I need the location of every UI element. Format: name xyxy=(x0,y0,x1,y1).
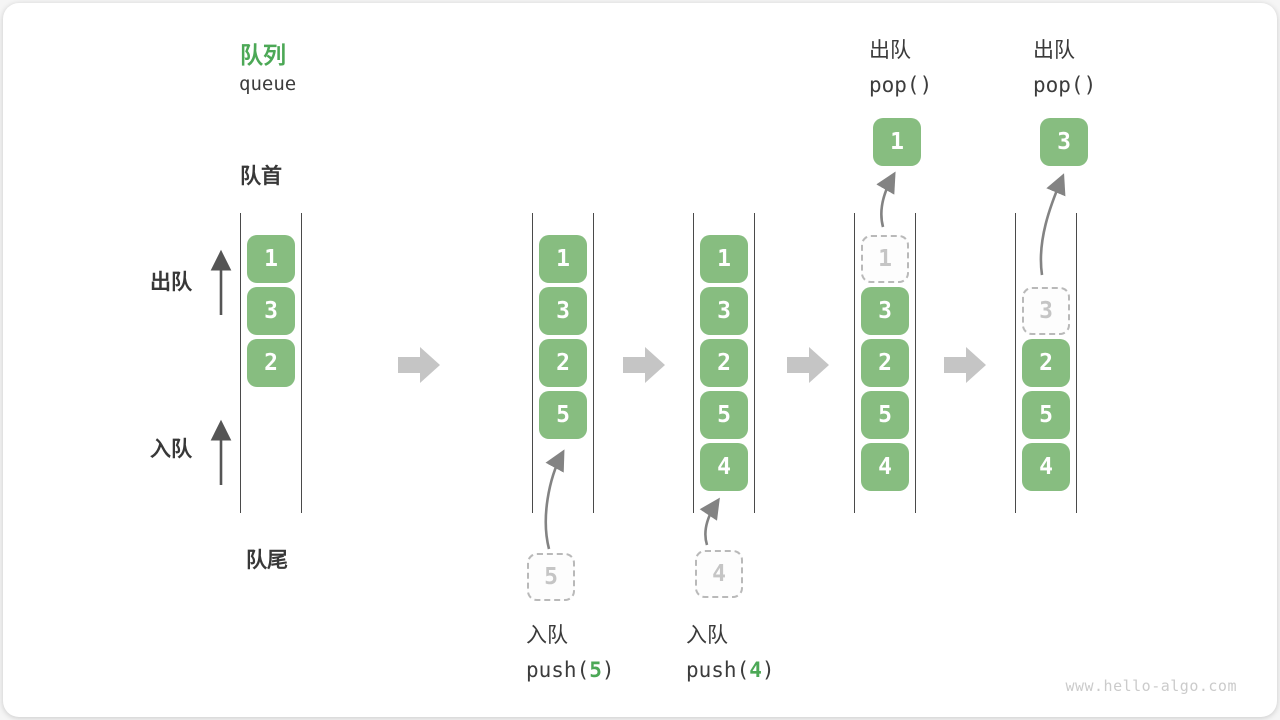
operation-label-pop-3: 出队 pop() xyxy=(1033,34,1096,97)
operation-action: 入队 xyxy=(686,624,728,647)
queue-state-4: 1 3 2 5 4 xyxy=(854,213,916,513)
queue-slot: 1 xyxy=(247,235,295,283)
operation-label-pop-1: 出队 pop() xyxy=(869,34,932,97)
label-queue-rear: 队尾 xyxy=(246,549,288,572)
incoming-item: 5 xyxy=(527,553,575,601)
queue-slot: 3 xyxy=(539,287,587,335)
queue-state-3: 1 3 2 5 4 xyxy=(693,213,755,513)
queue-slot: 3 xyxy=(700,287,748,335)
queue-slot: 5 xyxy=(700,391,748,439)
queue-slot: 1 xyxy=(700,235,748,283)
push-arg: 4 xyxy=(749,658,762,682)
queue-slot: 2 xyxy=(861,339,909,387)
operation-code: pop() xyxy=(869,73,933,97)
incoming-item: 4 xyxy=(695,550,743,598)
popped-item: 1 xyxy=(873,118,921,166)
queue-slot-removed: 1 xyxy=(861,235,909,283)
operation-action: 出队 xyxy=(1033,39,1075,62)
queue-slot: 4 xyxy=(700,443,748,491)
title-zh: 队列 xyxy=(240,42,286,68)
queue-slot: 4 xyxy=(1022,443,1070,491)
arrows-layer xyxy=(210,171,1066,550)
queue-state-2: 1 3 2 5 xyxy=(532,213,594,513)
queue-slot: 2 xyxy=(1022,339,1070,387)
queue-state-1: 1 3 2 xyxy=(240,213,302,513)
label-queue-front: 队首 xyxy=(240,165,282,188)
transition-arrow-icon xyxy=(398,347,440,383)
operation-code: push(5) xyxy=(526,658,615,682)
queue-state-5: 3 2 5 4 xyxy=(1015,213,1077,513)
queue-slot: 3 xyxy=(247,287,295,335)
label-dequeue-direction: 出队 xyxy=(150,271,192,294)
label-enqueue-direction: 入队 xyxy=(150,438,192,461)
title-en: queue xyxy=(239,73,297,95)
queue-slot: 5 xyxy=(539,391,587,439)
operation-action: 入队 xyxy=(526,624,568,647)
watermark: www.hello-algo.com xyxy=(1065,677,1237,695)
operation-code: pop() xyxy=(1033,73,1097,97)
queue-slot: 1 xyxy=(539,235,587,283)
queue-slot: 3 xyxy=(861,287,909,335)
queue-slot: 2 xyxy=(700,339,748,387)
popped-item: 3 xyxy=(1040,118,1088,166)
operation-label-push-4: 入队 push(4) xyxy=(686,619,775,682)
transition-arrow-icon xyxy=(787,347,829,383)
queue-slot: 2 xyxy=(247,339,295,387)
queue-slot: 5 xyxy=(861,391,909,439)
transition-arrow-icon xyxy=(623,347,665,383)
operation-code: push(4) xyxy=(686,658,775,682)
queue-slot: 5 xyxy=(1022,391,1070,439)
queue-slot: 2 xyxy=(539,339,587,387)
diagram-card: 队列 queue 队首 队尾 出队 入队 1 3 2 xyxy=(3,3,1277,717)
queue-slot: 4 xyxy=(861,443,909,491)
operation-action: 出队 xyxy=(869,39,911,62)
transition-arrow-icon xyxy=(944,347,986,383)
push-arg: 5 xyxy=(589,658,602,682)
queue-slot-removed: 3 xyxy=(1022,287,1070,335)
operation-label-push-5: 入队 push(5) xyxy=(526,619,615,682)
